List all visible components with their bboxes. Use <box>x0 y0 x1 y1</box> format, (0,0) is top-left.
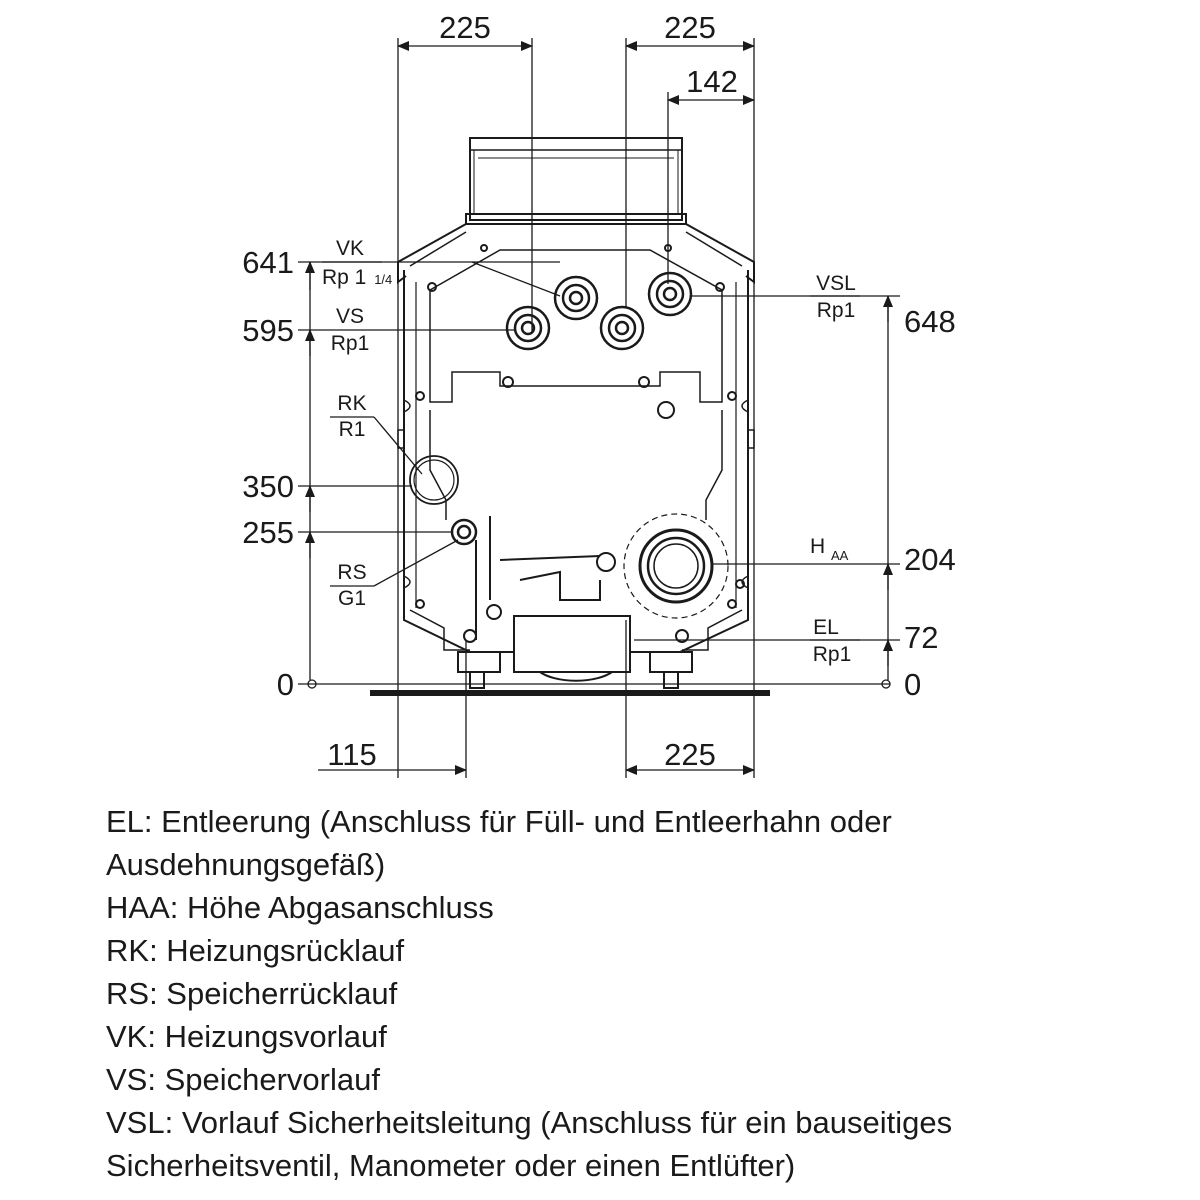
label-el: EL <box>813 616 839 639</box>
dim-height-255: 255 <box>242 515 294 550</box>
label-vk: VK <box>336 237 364 260</box>
mounting-holes <box>415 244 745 609</box>
legend-entry-rk: RK: Heizungsrücklauf <box>106 933 405 968</box>
dim-bottom-left: 115 <box>327 737 376 772</box>
vsl-pipe <box>647 271 693 317</box>
dim-bottom-right: 225 <box>664 737 716 772</box>
connection-labels: VK Rp 1 1/4 VS Rp1 RK R1 RS G1 VSL Rp1 H… <box>322 237 856 666</box>
legend-entry-vk: VK: Heizungsvorlauf <box>106 1019 387 1054</box>
legend-entry-el: EL: Entleerung (Anschluss für Füll- und … <box>106 804 892 882</box>
dim-height-72: 72 <box>904 620 938 655</box>
rs-right-pipe <box>599 305 645 351</box>
dim-height-641: 641 <box>242 245 294 280</box>
label-vs-thread: Rp1 <box>331 332 370 355</box>
dimension-values: 225 225 142 115 225 641 595 350 255 0 64… <box>242 10 955 772</box>
label-vs: VS <box>336 305 364 328</box>
flue-outlet <box>623 513 729 619</box>
label-vsl-thread: Rp1 <box>817 299 856 322</box>
dim-height-350: 350 <box>242 469 294 504</box>
rs-pipe <box>450 518 478 546</box>
connection-pipes <box>409 271 729 689</box>
top-casing <box>465 137 687 225</box>
label-rs-thread: G1 <box>338 587 366 610</box>
label-vsl: VSL <box>816 272 856 295</box>
vs-pipe <box>505 305 551 351</box>
abbreviation-legend: EL: Entleerung (Anschluss für Füll- und … <box>106 800 1166 1187</box>
dim-top-left: 225 <box>439 10 491 45</box>
legend-entry-vs: VS: Speichervorlauf <box>106 1062 380 1097</box>
label-el-thread: Rp1 <box>813 643 852 666</box>
legend-entry-rs: RS: Speicherrücklauf <box>106 976 398 1011</box>
label-vk-thread-main: Rp 1 <box>322 266 366 289</box>
dim-left-zero: 0 <box>277 667 294 702</box>
label-vk-thread-fraction: 1/4 <box>374 272 392 287</box>
label-rk: RK <box>337 392 366 415</box>
label-rk-thread: R1 <box>339 418 366 441</box>
dim-height-204: 204 <box>904 542 956 577</box>
boiler-outline <box>370 137 770 696</box>
legend-entry-vsl: VSL: Vorlauf Sicherheitsleitung (Anschlu… <box>106 1105 953 1183</box>
legend-entry-haa: HAA: Höhe Abgasanschluss <box>106 890 494 925</box>
label-haa: H AA <box>810 535 849 563</box>
vk-pipe <box>553 275 599 321</box>
label-haa-main: H <box>810 535 825 558</box>
dim-right-zero: 0 <box>904 667 921 702</box>
connection-dimension-drawing: 225 225 142 115 225 641 595 350 255 0 64… <box>242 10 956 778</box>
dim-height-595: 595 <box>242 313 294 348</box>
dim-top-right: 225 <box>664 10 716 45</box>
dim-top-right-inner: 142 <box>686 64 738 99</box>
label-haa-sub: AA <box>831 548 849 563</box>
dim-height-648: 648 <box>904 304 956 339</box>
label-rs: RS <box>337 561 366 584</box>
el-drain <box>513 615 631 682</box>
dimension-lines <box>298 38 900 778</box>
label-vk-thread: Rp 1 1/4 <box>322 266 392 289</box>
rk-pipe <box>409 455 459 505</box>
